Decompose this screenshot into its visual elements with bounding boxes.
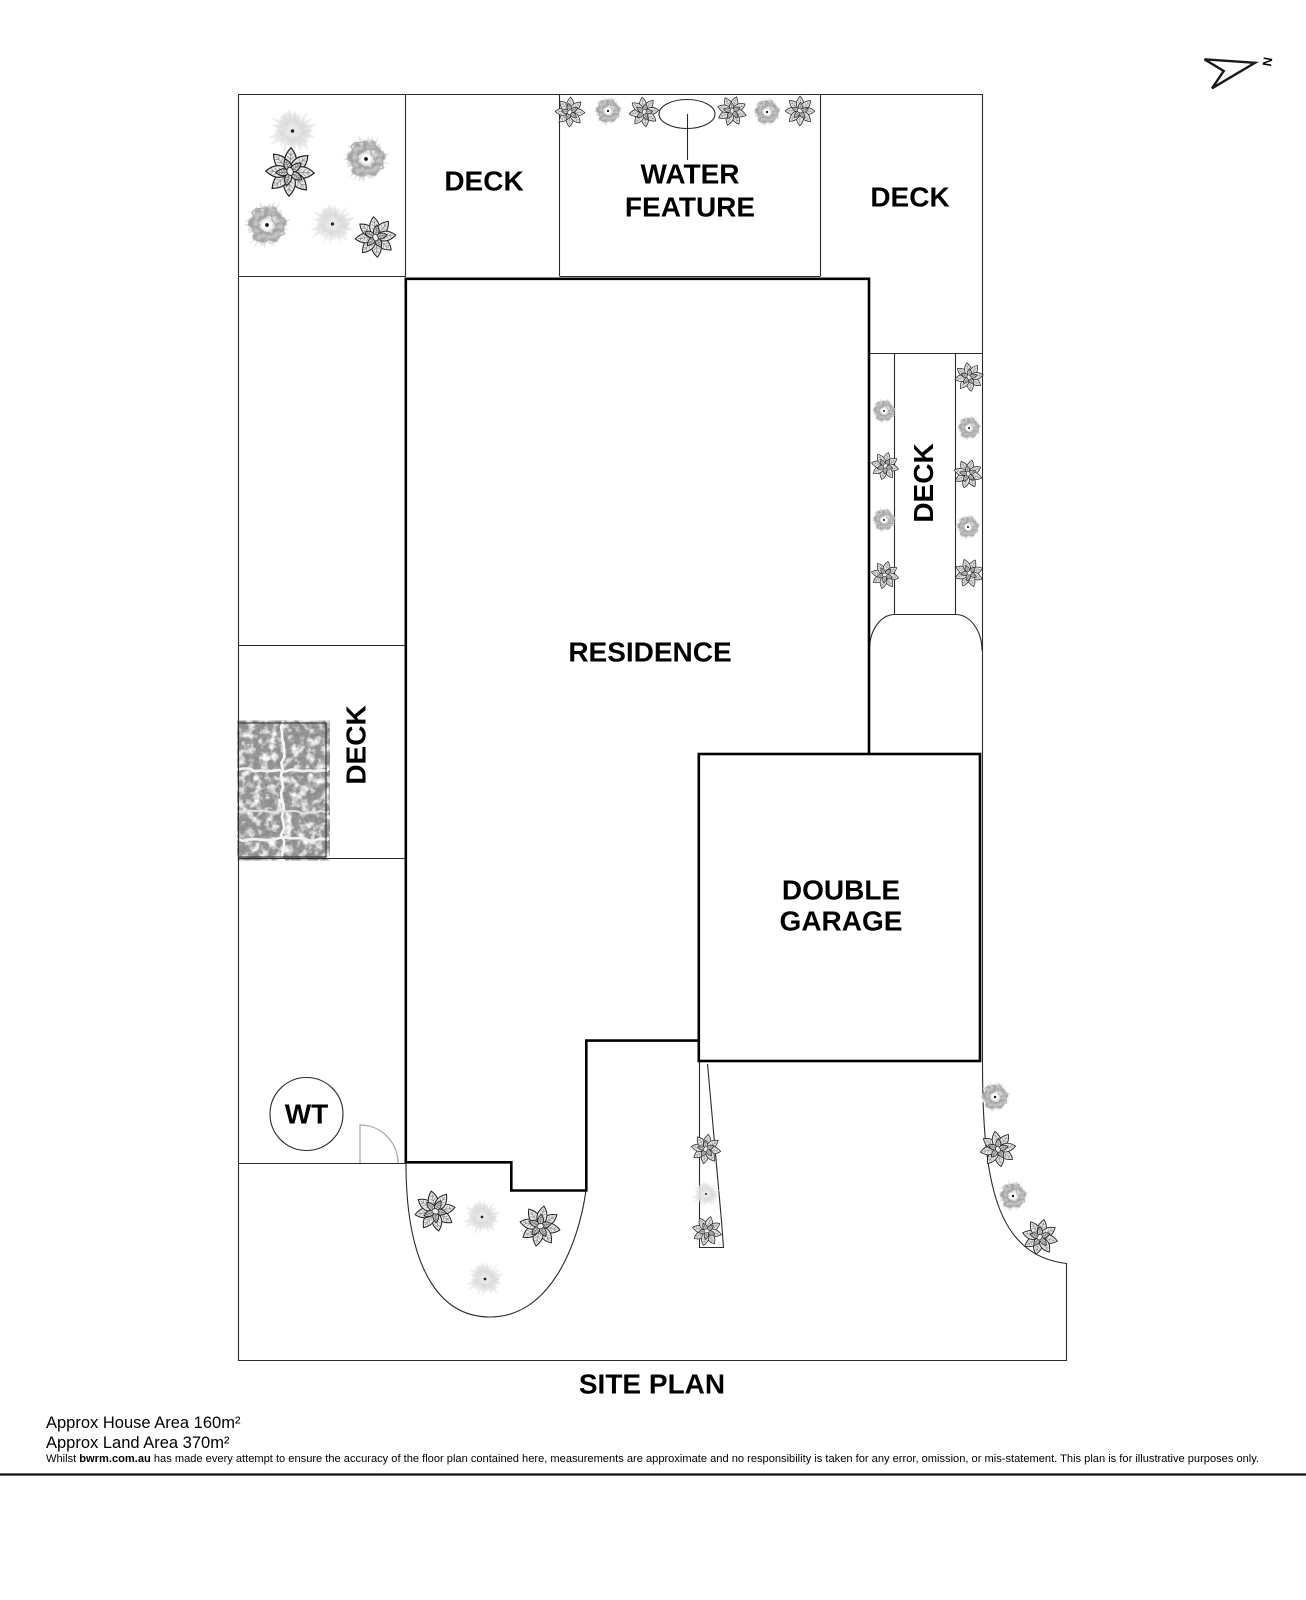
svg-text:Approx Land Area 370m²: Approx Land Area 370m² bbox=[46, 1434, 230, 1452]
svg-text:DECK: DECK bbox=[444, 166, 523, 197]
svg-text:DECK: DECK bbox=[341, 705, 372, 784]
svg-text:SITE PLAN: SITE PLAN bbox=[579, 1369, 725, 1400]
svg-text:Approx House Area 160m²: Approx House Area 160m² bbox=[46, 1414, 241, 1432]
svg-text:FEATURE: FEATURE bbox=[625, 192, 755, 223]
svg-text:WT: WT bbox=[285, 1099, 329, 1130]
svg-text:WATER: WATER bbox=[640, 159, 739, 190]
svg-text:DECK: DECK bbox=[870, 182, 949, 213]
svg-text:RESIDENCE: RESIDENCE bbox=[568, 637, 731, 668]
svg-text:Whilst bwrm.com.au has made ev: Whilst bwrm.com.au has made every attemp… bbox=[46, 1453, 1259, 1465]
svg-text:DOUBLE: DOUBLE bbox=[782, 875, 900, 906]
svg-text:GARAGE: GARAGE bbox=[780, 906, 903, 937]
svg-text:N: N bbox=[1259, 56, 1274, 67]
svg-text:DECK: DECK bbox=[908, 443, 939, 522]
